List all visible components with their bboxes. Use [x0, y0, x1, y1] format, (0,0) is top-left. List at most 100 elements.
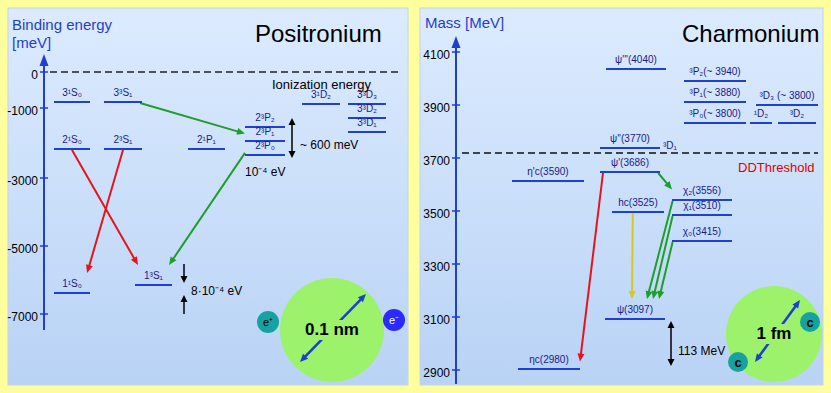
transition-arrow — [169, 153, 245, 265]
axis-tick — [452, 369, 460, 371]
level-label: ³D₂ — [790, 108, 804, 119]
arrowhead — [181, 295, 188, 302]
energy-level: ψ''(3770) — [600, 128, 660, 149]
level-label: χ₂(3556) — [683, 185, 721, 196]
level-label: 2³P₁ — [256, 126, 275, 137]
energy-level: 2³S₁ — [104, 129, 142, 150]
threshold-label: DDThreshold — [738, 160, 815, 176]
axis-arrowhead — [452, 36, 461, 48]
particle-dot: e⁺ — [257, 311, 279, 333]
particle-label: e⁻ — [389, 315, 399, 326]
tick-label: -3000 — [7, 174, 38, 188]
splitting-label: ~ 600 meV — [300, 138, 358, 152]
level-label: 2³S₁ — [114, 134, 133, 145]
arrow-line — [655, 216, 673, 292]
tick-label: 3700 — [423, 154, 450, 168]
arrowhead — [651, 290, 658, 299]
line-label: Ionization energy — [272, 77, 371, 93]
arrowhead — [577, 353, 584, 361]
arrowhead — [169, 256, 176, 265]
axis-title: Mass [MeV] — [425, 14, 504, 32]
transition-arrow — [651, 216, 672, 299]
energy-level: 3³S₁ — [104, 82, 142, 103]
axis-tick — [40, 107, 48, 109]
tick-label: 3300 — [423, 260, 450, 274]
axis-tick — [40, 177, 48, 179]
diagram-panel: Charmoniumψ'''(4040)³P₂(~ 3940)³P₁(~ 388… — [420, 8, 823, 385]
particle-label: c — [806, 316, 813, 329]
arrowhead — [300, 354, 308, 362]
particle-dot: c — [800, 312, 820, 332]
splitting-arrow — [670, 327, 672, 359]
axis-tick — [452, 210, 460, 212]
transition-arrow — [646, 201, 673, 299]
energy-level: ηc(2980) — [518, 349, 580, 370]
tick-label: -7000 — [7, 310, 38, 324]
axis-tick — [40, 71, 48, 73]
energy-level: χ₁(3510) — [672, 195, 732, 216]
level-label: 1¹S₀ — [62, 278, 82, 289]
transition-arrow — [629, 213, 636, 299]
arrowhead — [664, 181, 672, 189]
diagram-panel: Positronium3¹S₀3³S₁3¹D₂3³D₃3³D₂3³D₁2¹S₀2… — [8, 8, 408, 385]
level-label: 3³S₁ — [114, 87, 133, 98]
energy-level: χ₀(3415) — [672, 221, 732, 242]
tick-label: 3500 — [423, 207, 450, 221]
energy-level: η'c(3590) — [512, 161, 584, 182]
arrow-line — [658, 173, 667, 184]
level-label: 2³P₀ — [255, 140, 275, 151]
transition-arrow — [577, 173, 603, 362]
arrow-line — [631, 213, 634, 292]
level-label: ³P₁(~ 3880) — [690, 87, 741, 98]
energy-level: ψ'(3686) — [600, 152, 660, 173]
energy-level: ¹D₂ — [750, 103, 772, 124]
level-label: 3³D₂ — [357, 103, 377, 114]
arrow-line — [89, 150, 123, 266]
size-label: 0.1 nm — [302, 320, 362, 340]
tick-label: -5000 — [7, 242, 38, 256]
arrowhead — [358, 294, 366, 302]
axis-arrowhead — [40, 54, 49, 66]
ionization-line — [50, 71, 402, 73]
energy-level: 1¹S₀ — [54, 273, 90, 294]
energy-level: hc(3525) — [612, 192, 664, 213]
level-label: 2¹P₁ — [197, 134, 216, 145]
energy-level: χ₂(3556) — [672, 180, 732, 201]
arrowhead — [668, 321, 675, 328]
axis-tick — [40, 313, 48, 315]
arrow-line — [173, 153, 245, 259]
transition-arrow — [658, 173, 672, 189]
axis-tick — [452, 316, 460, 318]
energy-level: ψ(3097) — [605, 299, 665, 320]
arrowhead — [629, 291, 636, 299]
energy-level: 2¹S₀ — [54, 129, 90, 150]
tick-label: 2900 — [423, 366, 450, 380]
energy-axis — [43, 64, 45, 330]
arrow-line — [140, 103, 238, 132]
tick-label: 3900 — [423, 101, 450, 115]
level-label: ψ(3097) — [617, 304, 653, 315]
tick-label: 0 — [31, 68, 38, 82]
threshold-line — [462, 152, 818, 154]
arrowhead — [131, 256, 138, 265]
tick-label: 3100 — [423, 313, 450, 327]
transition-arrow — [657, 242, 672, 299]
energy-level: 3³D₂ — [348, 98, 386, 119]
level-label: ¹D₂ — [754, 108, 768, 119]
tick-label: -1000 — [7, 104, 38, 118]
size-circle: 0.1 nm — [280, 278, 384, 382]
splitting-label: 8·10⁻⁴ eV — [191, 284, 242, 298]
level-label: 1³S₁ — [144, 270, 163, 281]
particle-label: c — [734, 356, 741, 369]
splitting-label: 10⁻⁴ eV — [245, 165, 286, 179]
energy-level: 2³P₀ — [245, 135, 285, 156]
tick-label: 4100 — [423, 48, 450, 62]
panel-background — [8, 8, 408, 385]
panel-title: Positronium — [255, 20, 382, 48]
axis-tick — [452, 51, 460, 53]
level-label: 2³P₂ — [255, 112, 274, 123]
energy-level: ³P₂(~ 3940) — [684, 61, 746, 82]
